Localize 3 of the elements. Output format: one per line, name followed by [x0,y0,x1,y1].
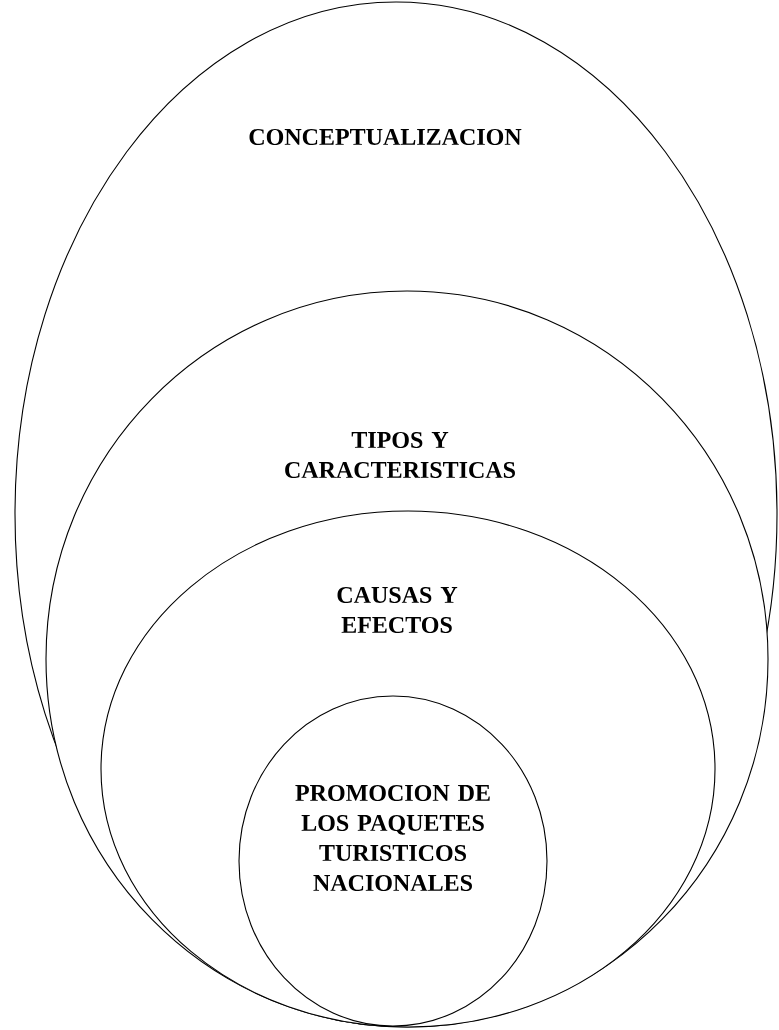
node-label: TIPOS Y CARACTERISTICAS [285,431,515,479]
node-label: PROMOCION DE LOS PAQUETES TURISTICOS NACIONALES [295,784,490,892]
node-label: CAUSAS Y EFECTOS [337,586,458,634]
